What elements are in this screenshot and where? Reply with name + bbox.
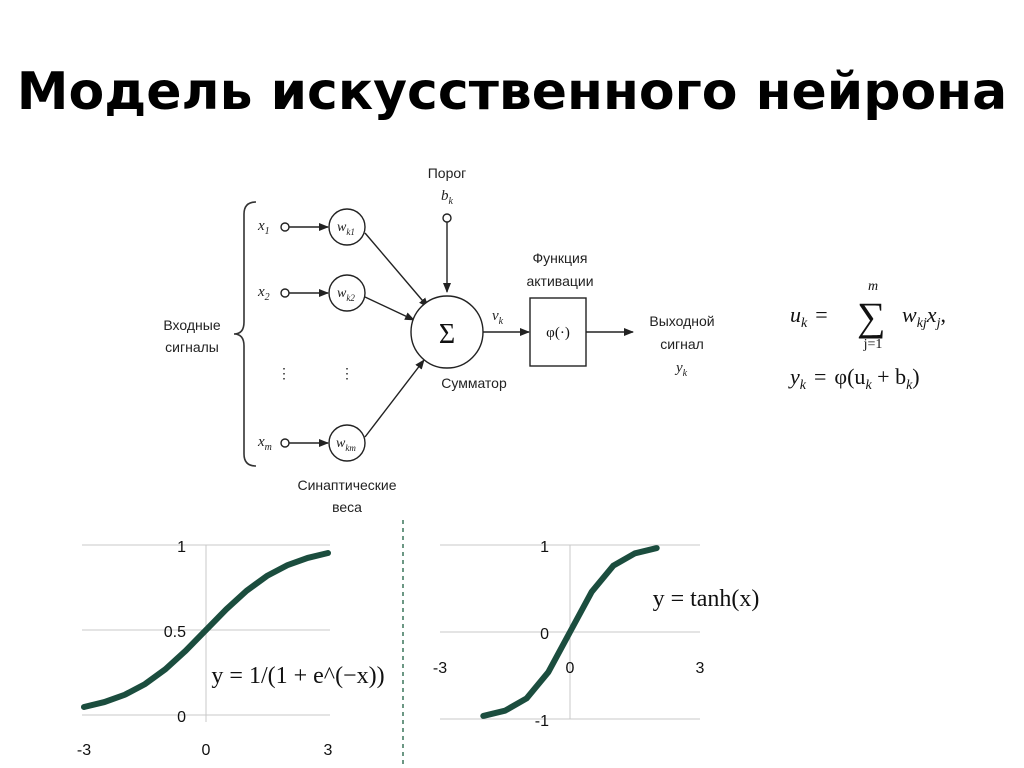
sum-upper: m [868,279,878,294]
input-node-2 [280,288,290,298]
output-symbol: yk [674,360,688,379]
tanh-ytick-m1: -1 [535,713,549,730]
activation-box [529,297,587,367]
tanh-xtick-m3: -3 [433,660,447,677]
formula-yk: yk=φ(uk + bk) [788,364,920,393]
svg-text:uk=: uk= [790,302,828,331]
weight-wkm: wkm [336,436,356,453]
tanh-chart: 1 0 -1 -3 0 3 y = tanh(x) [433,539,760,730]
svg-text:wkjxj,: wkjxj, [902,302,946,331]
sigmoid-xtick-3: 3 [324,742,333,759]
threshold-label: Порог [428,165,467,181]
output-label-1: Выходной [649,313,714,329]
weights-label-1: Синаптические [297,477,396,493]
tanh-ytick-0: 0 [540,626,549,643]
sum-sign: ∑ [857,294,886,339]
tanh-formula: y = tanh(x) [653,586,760,612]
weight-wk1: wk1 [337,220,355,237]
weight-wk2: wk2 [337,286,355,303]
activation-phi: φ(·) [546,325,570,341]
output-label-2: сигнал [660,336,704,352]
activation-label-1: Функция [533,250,588,266]
tanh-ytick-1: 1 [540,539,549,556]
tanh-xtick-0: 0 [566,660,575,677]
weight-node-1 [328,208,366,246]
v-k-label: vk [492,308,504,327]
sigmoid-xtick-m3: -3 [77,742,91,759]
inputs-brace [233,201,257,467]
input-xm: xm [257,434,272,453]
summator-label: Сумматор [441,375,507,391]
input-node-1 [280,222,290,232]
svg-text:yk=φ(uk + bk): yk=φ(uk + bk) [788,364,920,393]
weight-node-m [328,424,366,462]
sigmoid-ytick-0: 0 [177,709,186,726]
input-node-m [280,438,290,448]
inputs-label-2: сигналы [165,339,219,355]
threshold-node [442,213,452,223]
threshold-symbol: bk [441,188,454,207]
sigmoid-ytick-1: 1 [177,539,186,556]
weight-node-2 [328,274,366,312]
inputs-label-1: Входные [163,317,220,333]
input-x1: x1 [257,218,270,237]
input-x2: x2 [257,284,270,303]
dots-inputs: ⋮ [277,365,291,381]
activation-label-2: активации [526,273,593,289]
sum-lower: j=1 [863,337,883,352]
formula-uk: uk= ∑ m j=1 wkjxj, [790,279,946,352]
sum-symbol: Σ [439,319,455,350]
dots-weights: ⋮ [340,365,354,381]
sigmoid-formula: y = 1/(1 + e^(−x)) [211,663,384,689]
weights-label-2: веса [332,499,362,515]
sigmoid-xtick-0: 0 [202,742,211,759]
sigmoid-curve [81,550,331,710]
tanh-xtick-3: 3 [696,660,705,677]
sigmoid-chart: 1 0.5 0 -3 0 3 y = 1/(1 + e^(−x)) [77,539,385,759]
sigmoid-ytick-05: 0.5 [164,624,186,641]
tanh-curve [480,545,660,719]
slide-title: Модель искусственного нейрона [16,62,1008,122]
